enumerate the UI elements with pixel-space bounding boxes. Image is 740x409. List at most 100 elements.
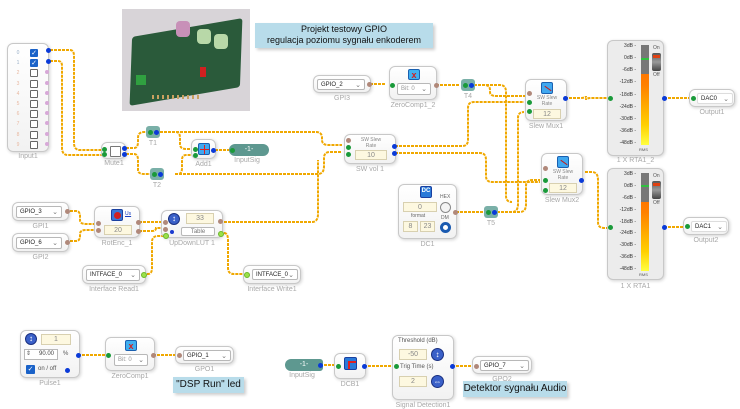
swvol1-in-ctrl[interactable]	[346, 138, 351, 143]
meter-bottom-in[interactable]	[608, 225, 613, 230]
swvol1-in-1[interactable]	[346, 145, 351, 150]
updownlut1-out-1[interactable]	[218, 219, 223, 224]
slewmux2-in-2[interactable]	[543, 188, 548, 193]
updownlut1-in-1[interactable]	[163, 220, 168, 225]
updownlut1-block[interactable]: ↕ 33 Table	[161, 210, 223, 238]
input1-channel-checkbox[interactable]	[30, 110, 38, 119]
pulse1-out-2[interactable]	[65, 368, 70, 373]
updownlut1-table-button[interactable]: Table	[181, 227, 215, 236]
gpi2-select[interactable]: GPIO_6⌄	[16, 237, 62, 249]
slewmux2-in-ctrl[interactable]	[543, 166, 548, 171]
t4-out[interactable]	[469, 83, 474, 88]
dc1-out[interactable]	[453, 210, 458, 215]
spinner-arrows-icon[interactable]: ⇕	[26, 351, 32, 357]
output2-block[interactable]: DAC1⌄	[683, 217, 729, 235]
gpi3-block[interactable]: GPIO_2⌄	[313, 75, 371, 93]
meter-bottom-toggle[interactable]	[652, 181, 661, 199]
rotenc1-in-1[interactable]	[96, 221, 101, 226]
signal-detection1-threshold[interactable]: -50	[399, 349, 427, 360]
pulse-icon[interactable]: ↕	[25, 333, 37, 345]
pulse1-block[interactable]: ↕ 1 ⇕ 90.00 % ✓ on / off	[20, 330, 80, 378]
pulse1-spinner[interactable]: ⇕ 90.00	[24, 349, 58, 360]
slewmux1-out[interactable]	[563, 96, 568, 101]
add1-in-1[interactable]	[193, 147, 198, 152]
dc1-value[interactable]: 0	[403, 202, 437, 212]
input1-channel-checkbox[interactable]	[30, 89, 38, 98]
output1-select[interactable]: DAC0⌄	[697, 93, 733, 104]
swvol1-value[interactable]: 10	[355, 150, 387, 160]
input1-channel-checkbox[interactable]	[30, 130, 38, 139]
gpo2-in[interactable]	[474, 364, 479, 369]
gpo1-block[interactable]: GPIO_1⌄	[175, 346, 234, 364]
meter-top-toggle[interactable]	[652, 53, 661, 71]
gpo1-in[interactable]	[177, 353, 182, 358]
t5-out[interactable]	[492, 210, 497, 215]
zerocomp1-out[interactable]	[151, 353, 156, 358]
t1-node[interactable]	[146, 126, 160, 138]
input1-channel-checkbox[interactable]: ✓	[30, 49, 38, 57]
interface-read1-select[interactable]: INTFACE_0⌄	[86, 269, 140, 281]
interface-read1-block[interactable]: INTFACE_0⌄	[82, 265, 146, 284]
swvol1-out-2[interactable]	[392, 151, 397, 156]
rotenc1-out-2[interactable]	[136, 229, 141, 234]
gpo2-select[interactable]: GPIO_7⌄	[480, 360, 529, 371]
slewmux1-in-1[interactable]	[527, 100, 532, 105]
slewmux1-block[interactable]: SW Slew Rate 12	[525, 79, 567, 121]
zerocomp1-select[interactable]: Bit: 0⌄	[114, 354, 148, 366]
meter-bottom-out[interactable]	[662, 225, 667, 230]
inputsig-bottom-out[interactable]	[318, 363, 323, 368]
dc1-dec-radio[interactable]	[440, 222, 451, 233]
t5-in[interactable]	[486, 210, 491, 215]
dcb1-in[interactable]	[336, 364, 341, 369]
mute1-out-2[interactable]	[122, 152, 127, 157]
mute1-in-1[interactable]	[102, 147, 107, 152]
dc1-format-b[interactable]: 23	[420, 221, 435, 232]
t1-in[interactable]	[148, 130, 153, 135]
interface-write1-select[interactable]: INTFACE_0⌄	[252, 269, 298, 280]
slewmux2-value[interactable]: 12	[549, 183, 577, 193]
input1-channel-port[interactable]	[45, 131, 49, 136]
output1-in[interactable]	[691, 96, 696, 101]
zerocomp1-2-select[interactable]: Bit: 0⌄	[397, 83, 431, 95]
input1-port-0[interactable]	[46, 48, 51, 53]
input1-channel-port[interactable]	[45, 101, 49, 105]
inputsig-bottom-tag[interactable]: -1-	[285, 359, 323, 371]
threshold-updown-icon[interactable]: ↕	[431, 348, 444, 361]
rotenc1-icon-label[interactable]: Us	[125, 211, 132, 217]
input1-channel-checkbox[interactable]	[30, 100, 38, 108]
input1-channel-port[interactable]	[45, 121, 49, 126]
output1-block[interactable]: DAC0⌄	[689, 89, 735, 107]
slewmux2-in-1[interactable]	[543, 178, 548, 183]
updownlut1-in-2[interactable]	[163, 227, 168, 232]
gpi1-select[interactable]: GPIO_3⌄	[16, 206, 62, 218]
rotenc1-out-1[interactable]	[136, 220, 141, 225]
t4-in[interactable]	[463, 83, 468, 88]
pulse1-value[interactable]: 1	[41, 334, 71, 345]
zerocomp1-2-block[interactable]: x Bit: 0⌄	[389, 66, 437, 100]
input1-channel-checkbox[interactable]	[30, 120, 38, 129]
gpi1-block[interactable]: GPIO_3⌄	[12, 202, 69, 221]
interface-write1-in[interactable]	[244, 272, 250, 278]
input1-port-1[interactable]	[46, 59, 51, 64]
signal-detection1-block[interactable]: Threshold (dB) -50 ↕ Trig Time (s) 2 ⇔	[392, 335, 454, 400]
gpi2-out[interactable]	[65, 240, 70, 245]
pulse1-onoff-checkbox[interactable]: ✓	[26, 365, 35, 374]
gpi3-out[interactable]	[367, 82, 372, 87]
pulse1-out[interactable]	[76, 353, 81, 358]
updownlut1-out-2[interactable]	[218, 231, 224, 237]
input1-channel-checkbox[interactable]	[30, 69, 38, 78]
mute1-out-1[interactable]	[122, 146, 127, 151]
output2-select[interactable]: DAC1⌄	[691, 221, 727, 232]
inputsig-top-in[interactable]	[230, 148, 235, 153]
rotenc1-block[interactable]: Us 20	[94, 206, 140, 238]
zerocomp1-block[interactable]: x Bit: 0⌄	[105, 337, 155, 371]
dc1-block[interactable]: DC 0 format 8 23 HEX DM	[398, 184, 457, 239]
add1-in-2[interactable]	[193, 153, 198, 158]
dcb1-out[interactable]	[362, 364, 367, 369]
slewmux2-out[interactable]	[579, 178, 584, 183]
input1-channel-port[interactable]	[45, 70, 49, 75]
meter-bottom-block[interactable]: 3dB -0dB --6dB --12dB --18dB --24dB --30…	[607, 168, 664, 280]
dc1-hex-radio[interactable]	[440, 202, 451, 213]
gpi3-select[interactable]: GPIO_2⌄	[317, 79, 365, 90]
